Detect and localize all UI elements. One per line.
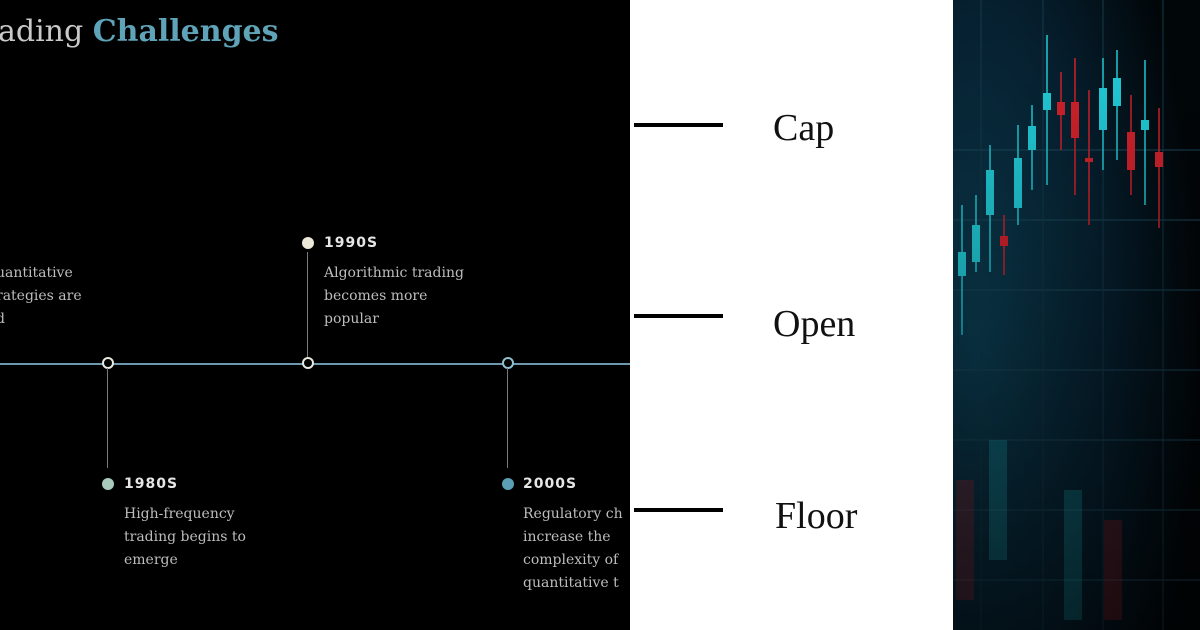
timeline-axis (0, 363, 630, 365)
title-part-regular: ading (0, 14, 93, 49)
timeline-marker-dot (102, 478, 114, 490)
timeline-node (502, 357, 514, 369)
timeline-connector (307, 252, 308, 357)
desc-line: becomes more (324, 288, 428, 304)
timeline-connector (107, 368, 108, 468)
open-label: Open (773, 303, 856, 345)
timeline-node (102, 357, 114, 369)
timeline-entry-desc: High-frequency trading begins to emerge (124, 503, 246, 572)
timeline-node (302, 357, 314, 369)
open-level-line (634, 314, 723, 318)
candlestick-graphic (953, 0, 1200, 630)
timeline-connector (507, 368, 508, 468)
timeline-slide: ading Challenges uantitative rategies ar… (0, 14, 630, 595)
desc-line: emerge (124, 552, 178, 568)
desc-line: d (0, 311, 5, 327)
candlestick-photo (953, 0, 1200, 630)
timeline-entry-desc: Regulatory ch increase the complexity of… (523, 503, 623, 595)
timeline-entry-desc: Algorithmic trading becomes more popular (324, 262, 464, 331)
title-part-highlight: Challenges (92, 14, 279, 49)
cap-open-floor-diagram: Cap Open Floor (630, 0, 953, 630)
floor-label: Floor (775, 495, 858, 537)
desc-line: uantitative (0, 265, 73, 281)
desc-line: quantitative t (523, 575, 619, 591)
desc-line: popular (324, 311, 379, 327)
desc-line: Regulatory ch (523, 506, 623, 522)
desc-line: trading begins to (124, 529, 246, 545)
desc-line: High-frequency (124, 506, 235, 522)
timeline-year: 2000S (523, 476, 578, 492)
desc-line: complexity of (523, 552, 619, 568)
floor-level-line (634, 508, 723, 512)
desc-line: increase the (523, 529, 611, 545)
timeline-year: 1980S (124, 476, 179, 492)
desc-line: Algorithmic trading (324, 265, 464, 281)
timeline-marker-dot (502, 478, 514, 490)
photo-vignette (953, 0, 1200, 630)
desc-line: rategies are (0, 288, 82, 304)
timeline-year: 1990S (324, 235, 379, 251)
cap-label: Cap (773, 107, 835, 149)
timeline-entry-desc: uantitative rategies are d (0, 262, 82, 331)
timeline-marker-dot (302, 237, 314, 249)
cap-level-line (634, 123, 723, 127)
slide-title: ading Challenges (0, 14, 279, 49)
